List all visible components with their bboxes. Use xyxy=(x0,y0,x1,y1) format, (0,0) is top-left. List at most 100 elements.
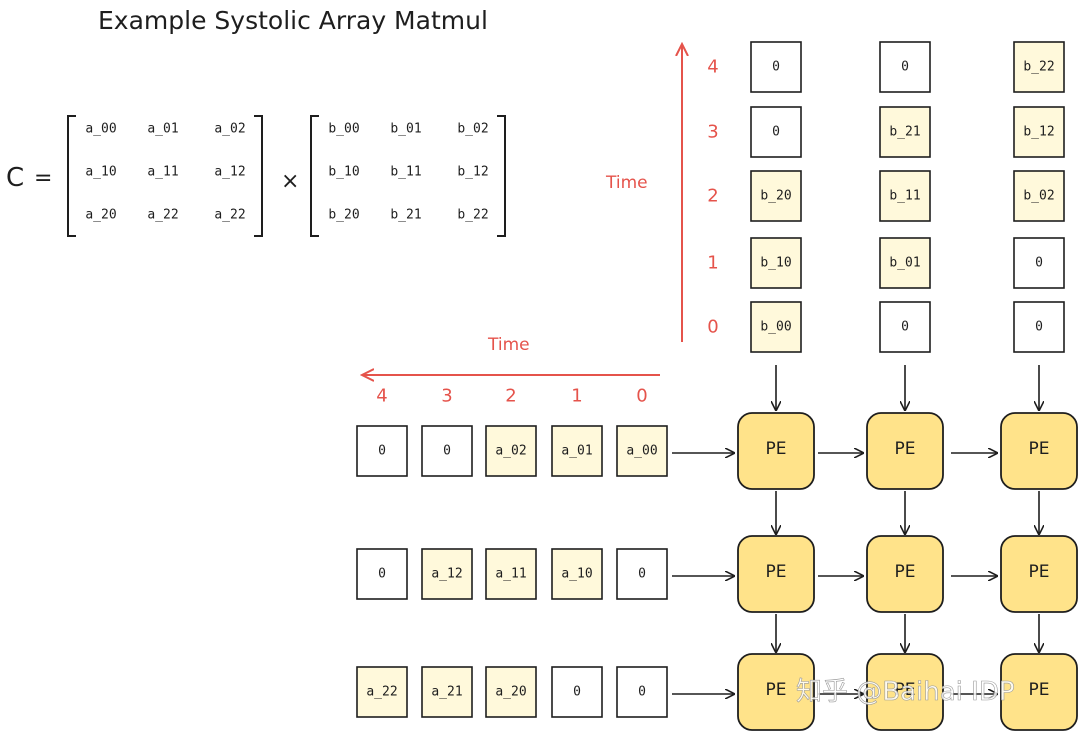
vertical-time-tick: 0 xyxy=(707,317,718,338)
a-input-cell-box xyxy=(551,666,603,718)
diagram-title: Example Systolic Array Matmul xyxy=(98,6,488,35)
a-input-cell: 0 xyxy=(356,548,408,600)
a-input-cell-label: 0 xyxy=(378,444,386,459)
processing-element: PE xyxy=(866,535,944,613)
a-input-cell-box xyxy=(616,425,668,477)
matrix-a-entry: a_12 xyxy=(214,165,245,180)
b-input-cell-label: 0 xyxy=(772,60,780,75)
processing-element-box xyxy=(1000,535,1078,613)
matrix-a-left-bracket xyxy=(67,115,76,237)
a-input-cell-label: a_22 xyxy=(366,685,397,700)
matrix-a-right-bracket xyxy=(254,115,263,237)
b-input-cell: b_22 xyxy=(1013,41,1065,93)
matrix-b-entry: b_12 xyxy=(457,165,488,180)
b-input-cell-box xyxy=(750,237,802,289)
a-input-cell-box xyxy=(616,548,668,600)
matrix-b-entry: b_02 xyxy=(457,122,488,137)
processing-element-label: PE xyxy=(895,680,916,700)
a-input-cell-box xyxy=(485,666,537,718)
b-input-cell-label: 0 xyxy=(901,60,909,75)
matrix-b-entry: b_01 xyxy=(390,122,421,137)
b-input-cell: b_00 xyxy=(750,301,802,353)
b-input-cell-label: b_02 xyxy=(1023,189,1054,204)
b-input-cell: 0 xyxy=(879,301,931,353)
a-input-cell-box xyxy=(551,425,603,477)
b-input-cell-box xyxy=(750,170,802,222)
horizontal-time-label: Time xyxy=(487,335,530,355)
processing-element-box xyxy=(737,535,815,613)
a-input-cell: a_01 xyxy=(551,425,603,477)
b-input-cell: b_11 xyxy=(879,170,931,222)
a-input-cell-box xyxy=(356,548,408,600)
a-input-cell: 0 xyxy=(616,666,668,718)
processing-element: PE xyxy=(1000,412,1078,490)
a-input-cell: 0 xyxy=(551,666,603,718)
matrix-a-entry: a_22 xyxy=(147,208,178,223)
a-input-cell: a_00 xyxy=(616,425,668,477)
a-input-cell-box xyxy=(616,666,668,718)
matrix-b-entry: b_20 xyxy=(328,208,359,223)
a-input-cell-label: 0 xyxy=(378,567,386,582)
a-input-cell-box xyxy=(485,548,537,600)
b-input-cell-box xyxy=(1013,237,1065,289)
a-input-cell: a_12 xyxy=(421,548,473,600)
processing-element: PE xyxy=(866,653,944,731)
b-input-cell-label: 0 xyxy=(1035,320,1043,335)
horizontal-time-tick: 4 xyxy=(376,386,387,407)
vertical-time-tick: 2 xyxy=(707,186,718,207)
a-input-cell-label: a_01 xyxy=(561,444,592,459)
processing-element-box xyxy=(866,653,944,731)
a-input-cell: a_22 xyxy=(356,666,408,718)
a-input-cell-label: 0 xyxy=(573,685,581,700)
a-input-cell-label: a_20 xyxy=(495,685,526,700)
matrix-a-entry: a_20 xyxy=(85,208,116,223)
matrix-b-entry: b_11 xyxy=(390,165,421,180)
b-input-cell-box xyxy=(750,301,802,353)
vertical-time-tick: 4 xyxy=(707,57,718,78)
a-input-cell-label: 0 xyxy=(638,567,646,582)
b-input-cell-box xyxy=(879,41,931,93)
b-input-cell-box xyxy=(1013,41,1065,93)
a-input-cell: 0 xyxy=(356,425,408,477)
processing-element-box xyxy=(866,412,944,490)
b-input-cell-box xyxy=(750,41,802,93)
a-input-cell-box xyxy=(356,666,408,718)
a-input-cell-box xyxy=(421,666,473,718)
processing-element-box xyxy=(1000,653,1078,731)
processing-element-label: PE xyxy=(895,439,916,459)
b-input-cell-label: 0 xyxy=(901,320,909,335)
b-input-cell-label: 0 xyxy=(1035,256,1043,271)
a-input-cell-box xyxy=(356,425,408,477)
equation-lhs: C xyxy=(6,163,24,193)
b-input-cell: 0 xyxy=(879,41,931,93)
matrix-b-entry: b_22 xyxy=(457,208,488,223)
processing-element-box xyxy=(866,535,944,613)
a-input-cell-label: a_02 xyxy=(495,444,526,459)
a-input-cell-label: a_21 xyxy=(431,685,462,700)
matrix-b-left-bracket xyxy=(310,115,319,237)
b-input-cell: 0 xyxy=(750,41,802,93)
processing-element-label: PE xyxy=(1029,562,1050,582)
processing-element-label: PE xyxy=(1029,680,1050,700)
matrix-b-entry: b_21 xyxy=(390,208,421,223)
processing-element: PE xyxy=(866,412,944,490)
b-input-cell: 0 xyxy=(750,106,802,158)
b-input-cell-label: b_12 xyxy=(1023,125,1054,140)
matrix-b-entry: b_10 xyxy=(328,165,359,180)
b-input-cell: b_02 xyxy=(1013,170,1065,222)
b-input-cell-box xyxy=(1013,301,1065,353)
b-input-cell-box xyxy=(1013,106,1065,158)
b-input-cell: b_01 xyxy=(879,237,931,289)
processing-element: PE xyxy=(737,412,815,490)
a-input-cell-label: a_10 xyxy=(561,567,592,582)
a-input-cell-box xyxy=(485,425,537,477)
matrix-b-entry: b_00 xyxy=(328,122,359,137)
a-input-cell: 0 xyxy=(616,548,668,600)
horizontal-time-tick: 2 xyxy=(505,386,516,407)
a-input-cell-label: 0 xyxy=(638,685,646,700)
vertical-time-tick: 3 xyxy=(707,122,718,143)
